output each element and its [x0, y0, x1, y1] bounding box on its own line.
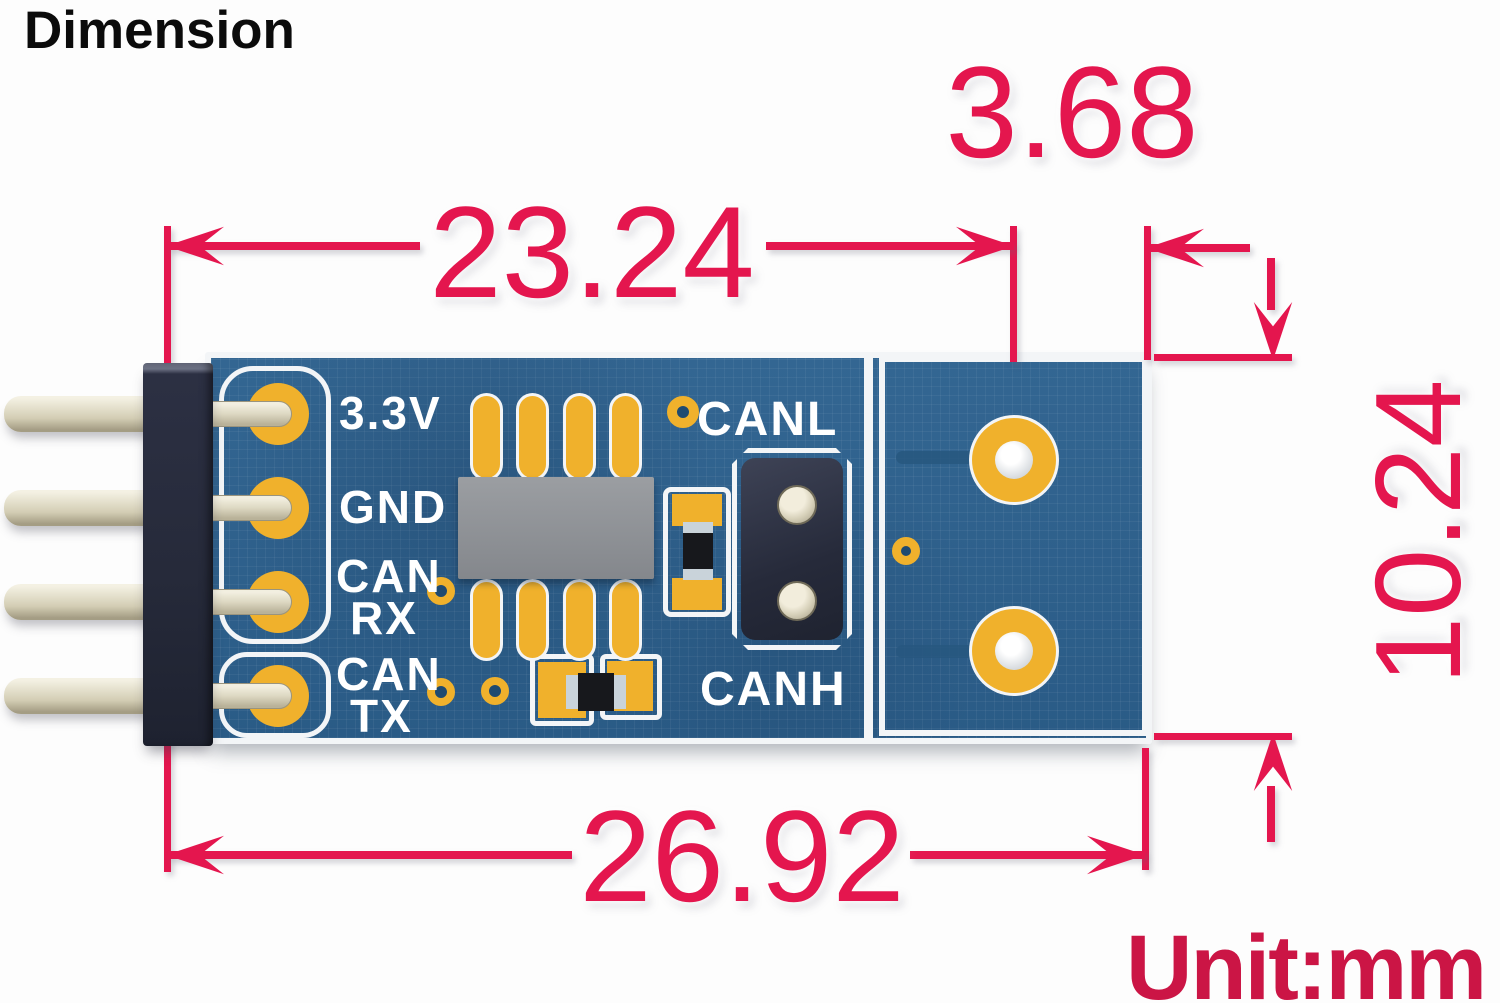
arrowhead-height-top [1253, 302, 1293, 360]
page-title: Dimension [24, 1, 295, 60]
header-pin-1-shaft [208, 401, 292, 427]
header-pin-4-shaft [208, 683, 292, 709]
ic-chip [458, 477, 654, 579]
soic-pad [519, 582, 546, 658]
dim-line-height-bottom [1267, 786, 1275, 842]
smd-cap [613, 675, 626, 709]
smd-pad [672, 494, 722, 526]
dim-line-2692-right [910, 851, 1145, 859]
jumper-pin [777, 485, 817, 525]
soic-pad [612, 582, 639, 658]
terminal-hole-top [995, 441, 1033, 479]
via [427, 577, 455, 605]
extension-line-368-right [1144, 226, 1151, 360]
header-pin-1 [4, 396, 154, 432]
header-pin-2-shaft [208, 495, 292, 521]
label-can-rx-line1: CAN [336, 550, 442, 602]
terminal-hole-bottom [995, 632, 1033, 670]
dim-label-23-24: 23.24 [429, 179, 755, 325]
dim-line-2324-right [766, 242, 1014, 250]
smd-resistor-vertical-outline [663, 487, 731, 617]
label-can-tx-line2: TX [350, 690, 413, 742]
soic-pad [566, 582, 593, 658]
extension-line-2324-right [1010, 226, 1017, 362]
copper-trace [896, 451, 976, 464]
header-pin-3-shaft [208, 589, 292, 615]
dim-label-3-68: 3.68 [945, 39, 1199, 185]
extension-line-height-bottom [1154, 733, 1292, 740]
via [892, 537, 920, 565]
label-gnd: GND [339, 481, 448, 533]
smd-cap [683, 566, 713, 580]
header-pin-2 [4, 490, 154, 526]
section-divider [864, 356, 873, 740]
pin-header-block [143, 363, 213, 746]
dim-line-368 [1150, 244, 1250, 252]
arrowhead-height-bottom [1253, 733, 1293, 791]
extension-line-height-top [1154, 354, 1292, 361]
copper-trace [896, 645, 976, 658]
label-can-rx-line2: RX [350, 592, 418, 644]
label-can-tx-line1: CAN [336, 648, 442, 700]
label-canh: CANH [700, 663, 847, 716]
label-3v3: 3.3V [339, 387, 442, 439]
smd-cap [566, 675, 579, 709]
smd-cap [683, 522, 713, 536]
header-pin-4 [4, 678, 154, 714]
dim-line-height-top [1267, 258, 1275, 310]
soic-pad [566, 396, 593, 478]
jumper-outline [732, 448, 852, 650]
via [481, 677, 509, 705]
smd-pad [672, 578, 722, 610]
dim-label-26-92: 26.92 [579, 783, 905, 929]
soic-pad [473, 582, 500, 658]
smd-resistor-horizontal-body [578, 673, 614, 711]
dim-line-2692-left [168, 851, 572, 859]
label-canl: CANL [697, 393, 839, 446]
via [667, 396, 699, 428]
dim-label-10-24: 10.24 [1350, 379, 1486, 685]
soic-pad [612, 396, 639, 478]
via [427, 678, 455, 706]
extension-line-2692-right [1142, 748, 1149, 870]
unit-label: Unit:mm [1126, 917, 1487, 1003]
header-pin-3 [4, 584, 154, 620]
soic-pad [473, 396, 500, 478]
dim-line-2324-left [168, 242, 420, 250]
jumper-pin [777, 581, 817, 621]
soic-pad [519, 396, 546, 478]
smd-resistor-vertical-body [683, 533, 713, 569]
